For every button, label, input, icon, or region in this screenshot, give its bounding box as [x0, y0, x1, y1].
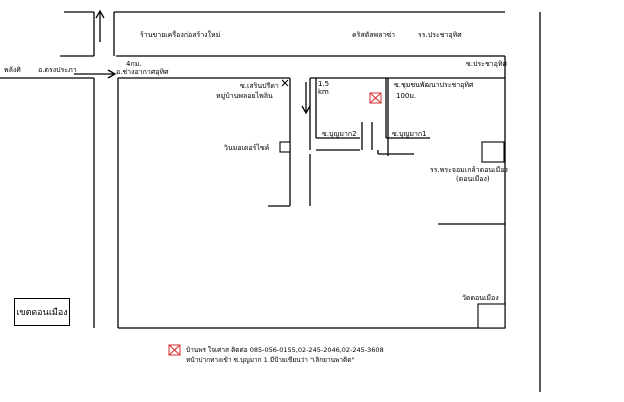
school-don-muang-label: รร.พระจอมเกล้าดอนเมือง: [430, 166, 508, 174]
legend-marker-icon: [168, 344, 181, 356]
market-distance-label: 100ม.: [396, 92, 417, 100]
vin-motorcycle-label: วินมอเตอร์ไซค์: [224, 144, 270, 152]
soi-boonyamak2-label: ซ.บุญมาก2: [322, 130, 357, 138]
wat-box: [477, 303, 506, 329]
soi-serinrat-label: ซ.เสรินปรีดา: [240, 82, 279, 90]
prachauthit-road-label: ซ.ประชาอุทิศ: [466, 60, 507, 68]
school-box: [481, 141, 505, 163]
road-label-left: อ.ตรงประภา: [38, 66, 77, 74]
legend-line-2: หน้าปากทางเข้า ซ.บุญมาก 1 มีป้ายเขียนว่า…: [186, 356, 355, 364]
village-label: หมู่บ้านพลอยไพลิน: [216, 92, 273, 100]
junction-label: อ.ช่างอากาศอุทิศ: [116, 68, 169, 76]
top-left-label: พลังศิ: [4, 66, 21, 74]
east-arrow-head: [107, 69, 117, 79]
legend-line-1: บ้านพร ใจเศาส ติดต่อ 085-056-0155,02-245…: [186, 346, 384, 354]
construction-shop-label: ร้านขายเครื่องก่อสร้างใหม่: [140, 31, 221, 39]
district-box-label: เขตดอนเมือง: [14, 298, 70, 326]
km-label-left: 4กม.: [126, 60, 142, 68]
vin-motorcycle-box: [279, 141, 291, 153]
south-arrow-head: [301, 105, 311, 115]
market-label: ซ.ชุมชนพัฒนาประชาอุทิศ: [394, 81, 474, 89]
nirvana-label: คริสตัลพลาซ่า: [352, 31, 396, 39]
x-mark-b: [281, 79, 289, 87]
wat-don-muang-label: วัดดอนเมือง: [462, 294, 499, 302]
km-center-label: 1.5 km: [318, 80, 330, 96]
location-marker-icon: [369, 92, 382, 104]
north-arrow-head: [95, 9, 105, 19]
soi-boonyamak1-label: ซ.บุญมาก1: [392, 130, 427, 138]
school-don-muang-sub-label: (ดอนเมือง): [456, 175, 490, 183]
school-top-label: รร.ประชาอุทิศ: [418, 31, 462, 39]
